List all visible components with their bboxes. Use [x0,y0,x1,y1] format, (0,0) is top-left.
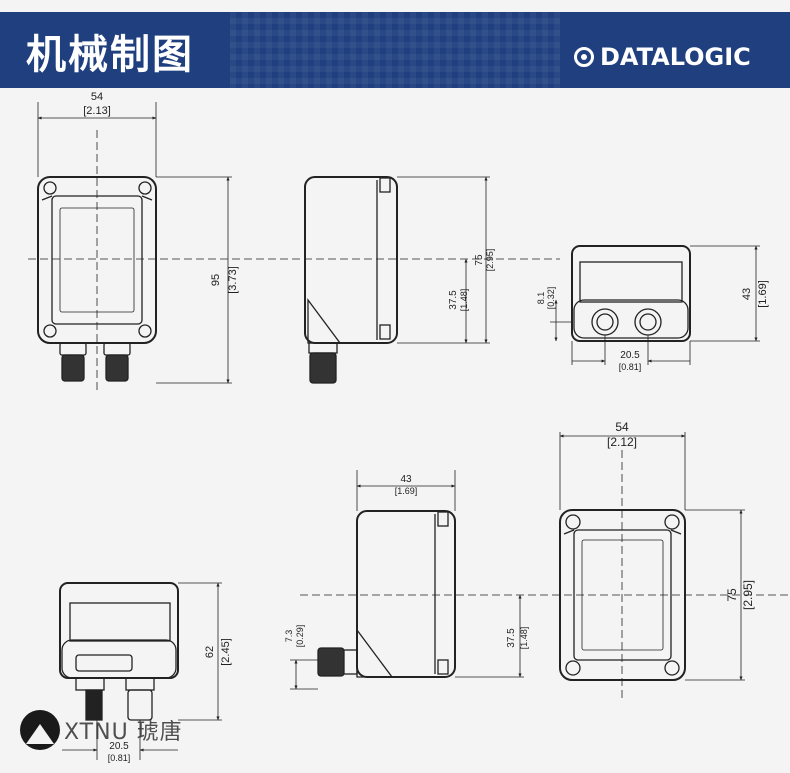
dim-bottom-back-height: 62 [204,646,216,658]
page-title: 机械制图 [26,32,194,78]
header-band: 机械制图 DATALOGIC [0,12,790,88]
watermark-text: XTNU 琥唐 [64,720,183,745]
watermark: XTNU 琥唐 [20,700,183,760]
dim-bottom-side-offset: 37.5 [506,628,517,648]
side-view-bottom [317,510,456,678]
side-view-top-dims [397,176,490,344]
dim-bottom-front-width: 54 [615,420,629,434]
back-view-bottom-dims [62,582,222,760]
dim-bottom-back-spacing-in: [0.81] [108,753,131,763]
dim-bottom-side-width: 43 [400,474,412,485]
front-view-top-dims [28,102,560,390]
back-view-bottom [59,582,179,721]
dim-bottom-side-small-in: [0.29] [295,625,305,648]
mountain-circle-icon [20,710,60,750]
back-view-top [571,245,691,342]
dim-bottom-front-height: 75 [725,588,739,602]
dim-bottom-side-width-in: [1.69] [395,486,418,496]
dim-bottom-front-height-in: [2.95] [741,580,755,610]
side-view-top [304,176,398,384]
dim-bottom-front-width-in: [2.12] [607,435,637,449]
dim-top-back-spacing-in: [0.81] [619,362,642,372]
dim-top-back-spacing: 20.5 [620,350,640,361]
dim-bottom-side-small: 7.3 [284,630,294,643]
front-view-bottom [559,509,686,681]
header-pattern [230,12,560,88]
dim-top-side-height-in: [2.95] [485,249,495,272]
dim-top-side-height: 75 [474,254,485,266]
dim-bottom-side-offset-in: [1.48] [519,627,529,650]
dim-bottom-back-spacing: 20.5 [109,741,129,752]
dim-top-front-height-in: [3.73] [227,266,239,294]
dim-bottom-back-height-in: [2.45] [220,638,232,666]
brand-logo: DATALOGIC [574,42,751,72]
dim-top-back-height: 43 [741,288,753,300]
brand-name: DATALOGIC [600,43,751,71]
datalogic-logo-icon [574,47,594,67]
dim-top-back-offset: 8.1 [536,292,546,305]
side-view-bottom-dims [290,470,790,690]
front-view-bottom-dims [559,432,745,700]
back-view-top-dims [550,245,760,365]
dim-top-front-height: 95 [210,274,222,286]
dim-top-side-offset-in: [1.48] [459,289,469,312]
dim-top-side-offset: 37.5 [448,290,459,310]
dim-top-front-width-in: [2.13] [83,105,111,117]
dim-top-front-width: 54 [91,91,103,103]
dim-top-back-offset-in: [0.32] [546,287,556,310]
dim-top-back-height-in: [1.69] [757,280,769,308]
